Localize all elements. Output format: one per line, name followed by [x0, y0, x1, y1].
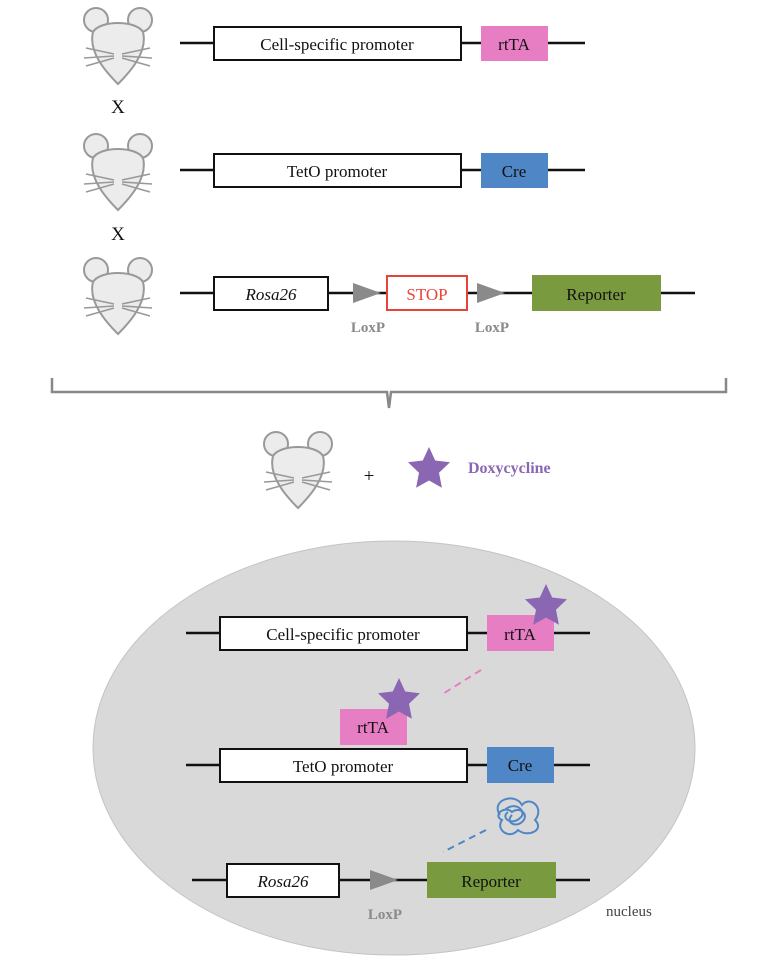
- merge-bracket: [50, 378, 728, 409]
- cross-symbol: X: [111, 224, 125, 245]
- loxp-triangle-icon: [353, 283, 381, 303]
- teto-promoter-box: [219, 748, 468, 783]
- doxycycline-label: Doxycycline: [468, 460, 551, 477]
- construct-row-1: Cell-specific promoter rtTA: [180, 26, 585, 61]
- construct-row-3: Rosa26 LoxP STOP LoxP Reporter: [180, 275, 695, 336]
- promoter-label: Cell-specific promoter: [266, 625, 420, 644]
- mouse-icon: [263, 431, 333, 509]
- cre-recombination-dashed-line: [442, 829, 487, 853]
- rtta-label: rtTA: [504, 625, 536, 644]
- reporter-box: [532, 275, 661, 311]
- rtta-binding-dashed-line: [440, 669, 482, 696]
- nucleus-construct-row-3: Rosa26 LoxP Reporter: [192, 862, 590, 923]
- mouse-icon: [83, 133, 153, 211]
- cre-label: Cre: [508, 756, 533, 775]
- nucleus-construct-row-2: TetO promoter Cre: [186, 747, 590, 783]
- plus-symbol: +: [364, 466, 375, 487]
- construct-row-2: TetO promoter Cre: [180, 153, 585, 188]
- reporter-label: Reporter: [461, 872, 521, 891]
- cre-protein-icon: [496, 797, 540, 836]
- mouse-icon: [83, 257, 153, 335]
- stop-label: STOP: [406, 285, 447, 304]
- rtta-protein-box: [340, 709, 407, 745]
- teto-promoter-box: [213, 153, 462, 188]
- promoter-label: TetO promoter: [293, 757, 394, 776]
- reporter-box: [427, 862, 556, 898]
- rtta-gene-box: [487, 615, 554, 651]
- loxp-triangle-icon: [477, 283, 505, 303]
- rosa26-label: Rosa26: [257, 872, 310, 891]
- loxp-triangle-icon: [370, 870, 398, 890]
- cre-gene-box: [481, 153, 548, 188]
- cross-symbol: X: [111, 97, 125, 118]
- rosa26-label: Rosa26: [245, 285, 298, 304]
- rosa26-box: [226, 863, 340, 898]
- loxp-label: LoxP: [475, 320, 509, 336]
- promoter-label: TetO promoter: [287, 162, 388, 181]
- cre-gene-box: [487, 747, 554, 783]
- loxp-label: LoxP: [368, 907, 402, 923]
- reporter-label: Reporter: [566, 285, 626, 304]
- cell-specific-promoter-box: [219, 616, 468, 651]
- mouse-icon: [83, 7, 153, 85]
- cre-label: Cre: [502, 162, 527, 181]
- rtta-gene-box: [481, 26, 548, 61]
- nucleus-construct-row-1: Cell-specific promoter rtTA: [186, 584, 590, 651]
- rtta-protein-label: rtTA: [357, 718, 389, 737]
- doxycycline-star-icon: [408, 447, 450, 488]
- cell-specific-promoter-box: [213, 26, 462, 61]
- rtta-label: rtTA: [498, 35, 530, 54]
- rosa26-box: [213, 276, 329, 311]
- loxp-label: LoxP: [351, 320, 385, 336]
- promoter-label: Cell-specific promoter: [260, 35, 414, 54]
- stop-box: [386, 275, 468, 311]
- nucleus-label: nucleus: [606, 904, 652, 920]
